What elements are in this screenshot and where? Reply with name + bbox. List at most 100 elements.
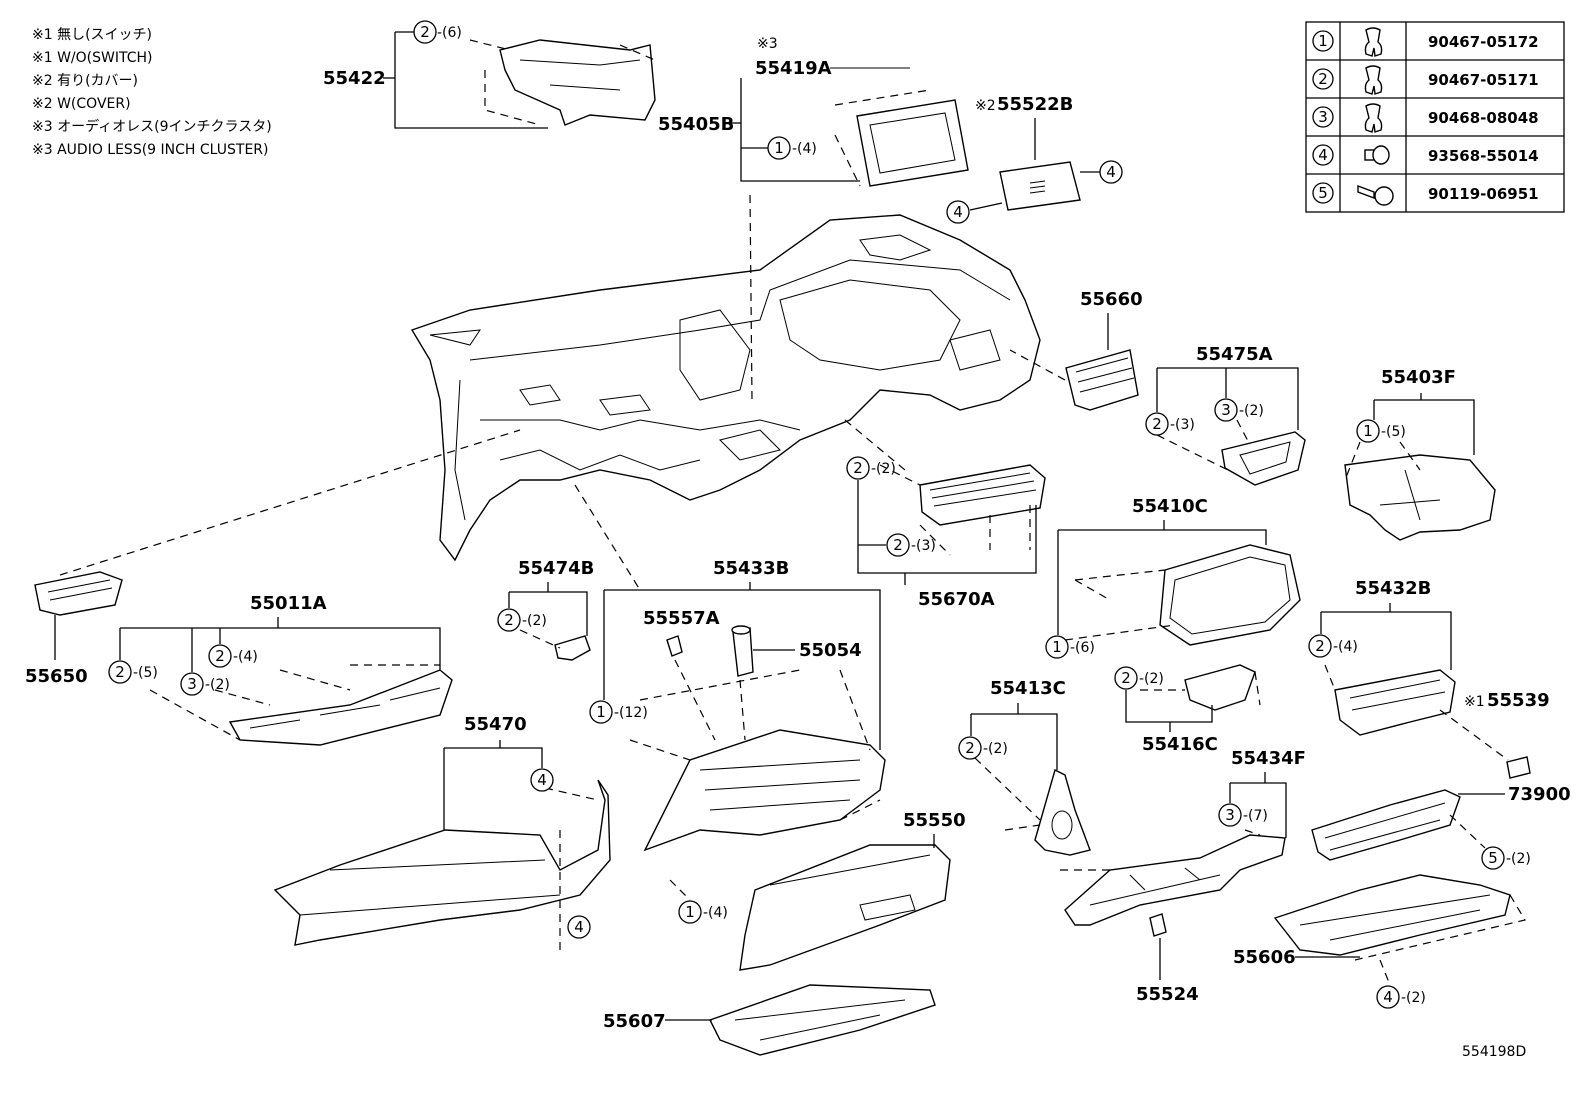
callout-qty: -(2) [1401,990,1426,1006]
fastener-row: 4 93568-55014 [1312,144,1539,166]
callout: 2 -(6) [413,20,462,44]
note-3: ※2 有り(カバー) [32,73,138,89]
callout-qty: -(5) [133,665,158,681]
callout: 4 [1099,160,1123,184]
note-6: ※3 AUDIO LESS(9 INCH CLUSTER) [32,142,268,158]
fastener-code: 90468-08048 [1428,109,1539,127]
callout-number: 2 [420,23,430,41]
part-number: 55475A [1196,344,1273,365]
part-number: 55405B [658,114,734,135]
part-55410C: 55410C 1 -(6) [1045,496,1301,659]
callout-number: 3 [1221,401,1231,419]
part-55524: 55524 [1136,913,1199,1005]
part-55413C: 55413C 2 -(2) [958,678,1091,856]
part-number: 55524 [1136,984,1199,1005]
fastener-number: 3 [1318,108,1328,126]
callout: 3 -(7) [1218,803,1268,827]
part-55522B: ※2 55522B 4 4 [946,94,1123,224]
callout-number: 2 [1152,415,1162,433]
part-number: 55403F [1381,367,1456,388]
fastener-row: 5 90119-06951 [1312,182,1539,206]
callout-qty: -(3) [911,538,936,554]
part-55433B: 55433B 1 -(12) [589,558,886,852]
part-55475A: 55475A 2 -(3) 3 -(2) [1145,344,1306,486]
part-55607: 55607 [603,984,936,1056]
callout-number: 5 [1488,849,1498,867]
diagram-id: 554198D [1462,1044,1526,1060]
callout-qty: -(5) [1381,424,1406,440]
callout-qty: -(4) [792,141,817,157]
callout-number: 1 [1363,422,1373,440]
fastener-row: 1 90467-05172 [1312,27,1539,57]
part-73900: 73900 5 -(2) [1311,784,1571,870]
callout: 2 -(5) [108,660,158,684]
fastener-number: 2 [1318,70,1328,88]
callout-qty: -(4) [233,649,258,665]
note-4: ※2 W(COVER) [32,96,131,112]
part-number: 55432B [1355,578,1431,599]
part-number: 55557A [643,608,720,629]
callout-number: 1 [774,139,784,157]
callout: 2 -(3) [1145,412,1195,436]
fastener-code: 90467-05172 [1428,33,1539,51]
callout-qty: -(4) [703,905,728,921]
note-2: ※1 W/O(SWITCH) [32,50,152,66]
callout-number: 2 [1121,669,1131,687]
screw-icon [1364,145,1390,165]
part-55539: ※1 55539 [1464,690,1550,779]
callout-number: 4 [574,918,584,936]
part-55403F: 55403F 1 -(5) [1344,367,1496,541]
part-number: 55670A [918,589,995,610]
part-55416C: 55416C 2 -(2) [1114,664,1261,755]
part-55474B: 55474B 2 -(2) [497,484,641,661]
callout-qty: -(2) [522,613,547,629]
part-number: 55433B [713,558,789,579]
callout-number: 4 [1383,988,1393,1006]
callout: 2 -(2) [846,456,896,480]
callout-number: 4 [1106,163,1116,181]
callout: 2 -(4) [208,644,258,668]
part-number: 73900 [1508,784,1571,805]
clip-icon [1364,27,1383,57]
part-number: 55054 [799,640,862,661]
callout-number: 1 [596,703,606,721]
part-note: ※3 [757,36,778,52]
part-55557A: 55557A [643,608,720,741]
callout: 1 -(5) [1356,419,1406,443]
callout-number: 2 [115,663,125,681]
part-55606: 55606 4 -(2) [1233,874,1526,1009]
part-55432B: 55432B 2 -(4) [1308,578,1509,761]
callout-number: 3 [187,675,197,693]
callout: 4 [567,915,591,939]
callout: 1 -(4) [767,136,817,160]
fastener-code: 90467-05171 [1428,71,1539,89]
callout-number: 2 [504,611,514,629]
clip-icon [1364,103,1383,133]
callout-qty: -(4) [1333,639,1358,655]
callout-qty: -(6) [437,25,462,41]
part-55434F: 55434F 3 -(7) [1060,748,1306,926]
callout: 1 -(6) [1045,635,1095,659]
callout-number: 1 [1052,638,1062,656]
callout: 1 -(12) [589,700,648,724]
notes-block: ※1 無し(スイッチ) ※1 W/O(SWITCH) ※2 有り(カバー) ※2… [32,27,272,158]
part-55054: 55054 [731,625,862,741]
fastener-table: 1 90467-05172 2 90467-05171 3 90468-0804… [1305,21,1565,213]
callout-qty: -(2) [983,741,1008,757]
part-number: 55607 [603,1011,666,1032]
part-number: 55660 [1080,289,1143,310]
callout: 2 -(4) [1308,634,1358,658]
clip-icon [1364,65,1383,95]
callout-qty: -(2) [205,677,230,693]
part-55550: 55550 1 -(4) [669,810,966,971]
callout: 4 -(2) [1376,985,1426,1009]
fastener-row: 2 90467-05171 [1312,65,1539,95]
note-5: ※3 オーディオレス(9インチクラスタ) [32,118,272,135]
fastener-code: 93568-55014 [1428,147,1539,165]
callout: 1 -(4) [678,900,728,924]
part-number: 55434F [1231,748,1306,769]
part-55670A: 55670A 2 -(2) 2 -(3) [844,419,1046,610]
callout-qty: -(2) [871,461,896,477]
part-number: 55410C [1132,496,1208,517]
